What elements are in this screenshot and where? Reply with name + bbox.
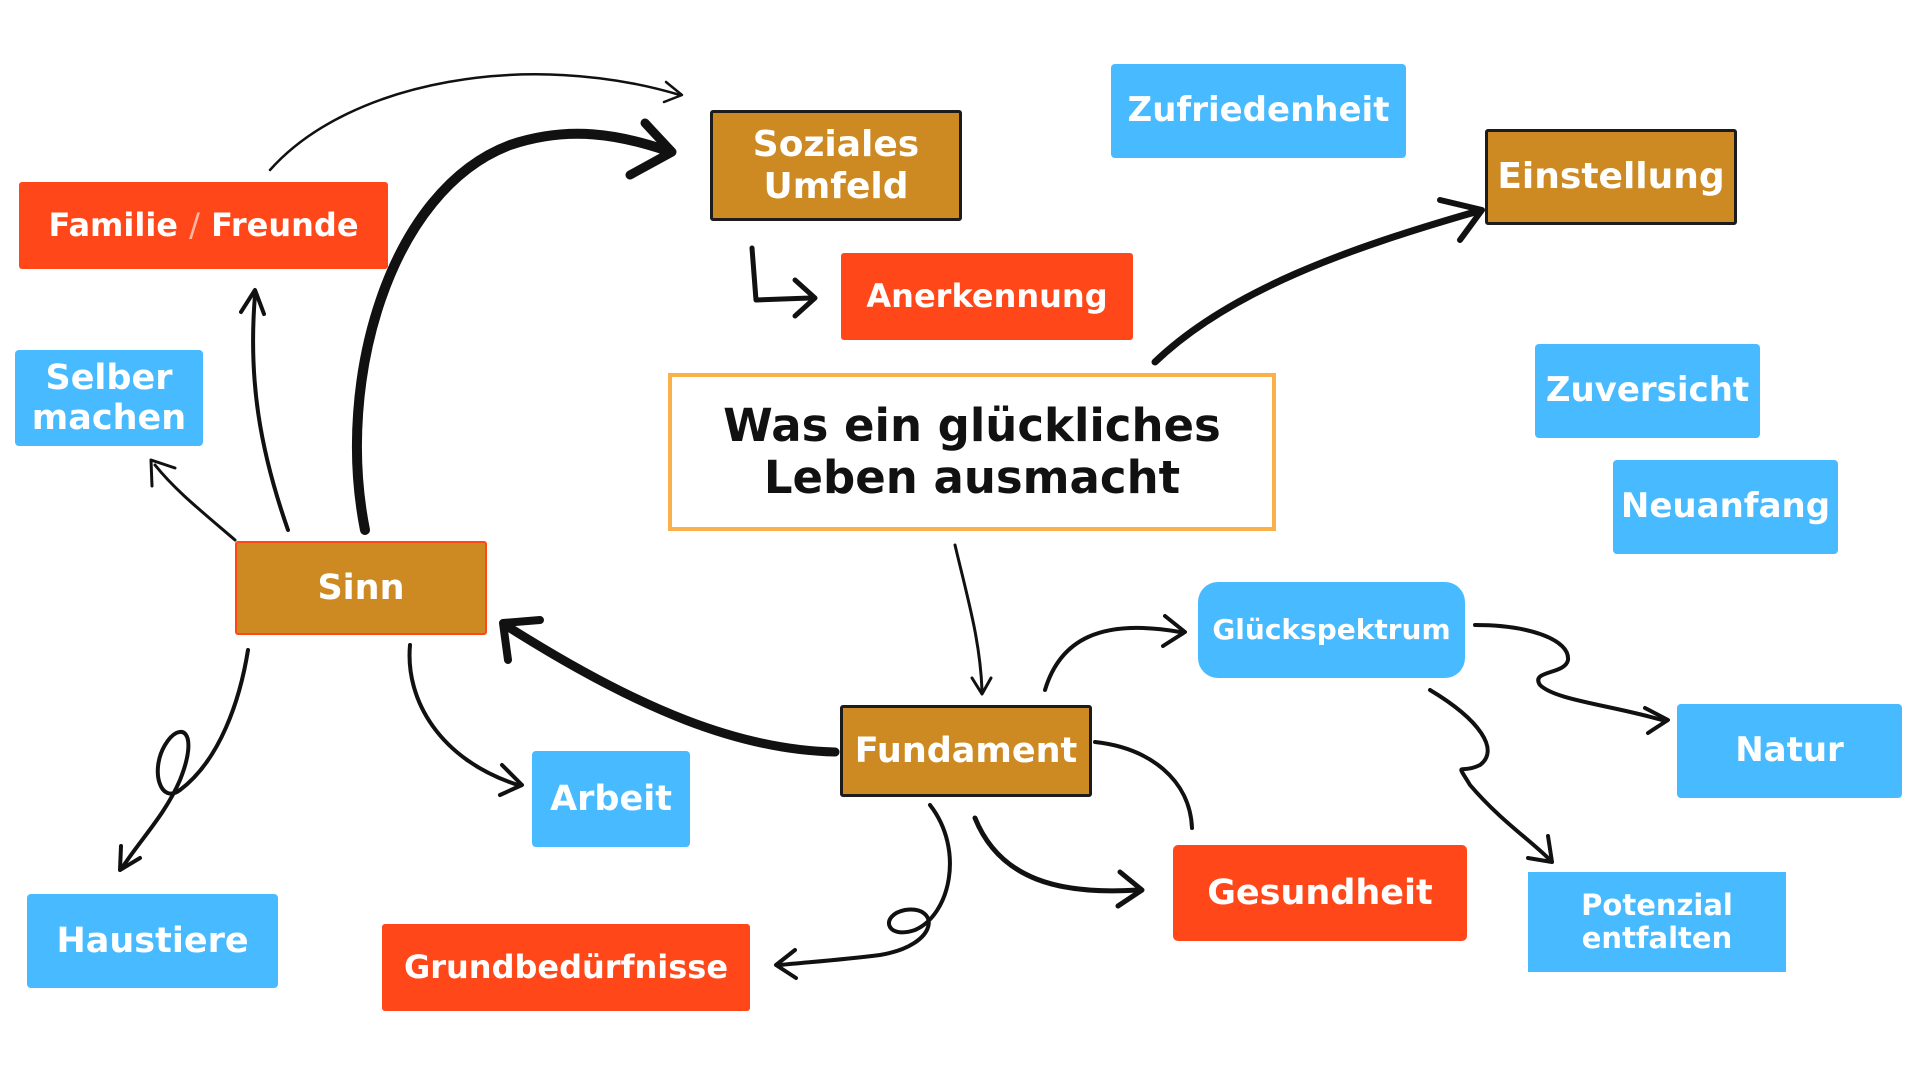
- node-fundament: Fundament: [840, 705, 1092, 797]
- node-label-haustiere: Haustiere: [56, 920, 249, 961]
- arrowhead-familie-to-soziales: [662, 80, 684, 104]
- node-label-freunde: Freunde: [211, 206, 359, 245]
- node-glueckspektrum: Glückspektrum: [1198, 582, 1465, 678]
- node-label-gesundheit: Gesundheit: [1207, 872, 1433, 913]
- arrow-fundament-to-grund: [778, 803, 952, 967]
- arrow-familie-to-soziales: [268, 73, 682, 172]
- arrowhead-glueck-to-potenzial: [1526, 834, 1554, 864]
- arrowhead-sinn-to-arbeit: [498, 763, 524, 797]
- node-label-familie: Familie: [48, 206, 178, 245]
- arrow-fundament-to-gesundheit: [972, 815, 1141, 894]
- node-label-glueckspektrum: Glückspektrum: [1212, 612, 1451, 646]
- node-familie-freunde: Familie / Freunde: [19, 182, 388, 269]
- node-label-arbeit: Arbeit: [550, 778, 672, 819]
- node-natur: Natur: [1677, 704, 1902, 798]
- arrow-fundament-right-curve: [1093, 740, 1194, 830]
- arrowhead-central-to-fundament: [970, 676, 993, 696]
- arrowhead-fundament-to-glueck: [1161, 614, 1187, 648]
- node-soziales-umfeld: Soziales Umfeld: [710, 110, 962, 221]
- node-zufriedenheit: Zufriedenheit: [1111, 64, 1406, 158]
- node-label-einstellung: Einstellung: [1497, 156, 1725, 198]
- arrowhead-sinn-to-familie: [239, 288, 266, 316]
- node-potenzial-entfalten: Potenzial entfalten: [1528, 872, 1786, 972]
- node-label-selber-machen: Selber machen: [31, 357, 187, 438]
- node-label-soziales-umfeld: Soziales Umfeld: [752, 124, 920, 207]
- arrowhead-central-to-einstellung: [1437, 197, 1485, 243]
- node-selber-machen: Selber machen: [15, 350, 203, 446]
- arrow-soziales-to-anerkennung: [749, 245, 813, 303]
- arrow-central-to-fundament: [953, 543, 984, 692]
- node-label-zufriedenheit: Zufriedenheit: [1127, 90, 1390, 131]
- node-haustiere: Haustiere: [27, 894, 278, 988]
- node-grundbeduerfnisse: Grundbedürfnisse: [382, 924, 750, 1011]
- node-label-zuversicht: Zuversicht: [1545, 370, 1750, 411]
- node-label-grundbeduerfnisse: Grundbedürfnisse: [403, 948, 729, 987]
- node-anerkennung: Anerkennung: [841, 253, 1133, 340]
- node-gesundheit: Gesundheit: [1173, 845, 1467, 941]
- arrowhead-fundament-to-grund: [774, 948, 798, 980]
- arrowhead-soziales-to-anerkennung: [792, 277, 818, 319]
- arrowhead-fundament-to-sinn: [499, 616, 544, 664]
- arrow-fundament-to-sinn: [505, 623, 840, 757]
- arrow-sinn-to-haustiere: [120, 648, 250, 870]
- node-label-sinn: Sinn: [317, 567, 405, 608]
- node-label-fundament: Fundament: [854, 730, 1078, 771]
- arrowhead-glueck-to-natur: [1643, 706, 1670, 735]
- node-label-familie-sep: /: [189, 206, 200, 245]
- node-label-natur: Natur: [1735, 730, 1844, 771]
- arrowhead-sinn-to-soziales: [625, 118, 677, 180]
- arrow-sinn-to-arbeit: [407, 643, 520, 787]
- arrow-sinn-to-selber: [153, 463, 237, 542]
- central-topic: Was ein glückliches Leben ausmacht: [668, 373, 1276, 531]
- node-label-potenzial-entfalten: Potenzial entfalten: [1581, 887, 1733, 955]
- central-topic-label: Was ein glückliches Leben ausmacht: [723, 399, 1221, 504]
- node-neuanfang: Neuanfang: [1613, 460, 1838, 554]
- arrowhead-sinn-to-haustiere: [118, 844, 142, 872]
- node-label-neuanfang: Neuanfang: [1620, 486, 1831, 527]
- node-arbeit: Arbeit: [532, 751, 690, 847]
- node-einstellung: Einstellung: [1485, 129, 1737, 225]
- arrow-central-to-einstellung: [1151, 208, 1479, 366]
- node-sinn: Sinn: [235, 541, 487, 635]
- arrow-glueck-to-natur: [1473, 623, 1664, 722]
- arrow-sinn-to-familie: [251, 293, 290, 532]
- arrow-fundament-to-glueck: [1043, 625, 1182, 692]
- arrowhead-sinn-to-selber: [149, 458, 177, 488]
- arrowhead-fundament-to-gesundheit: [1115, 869, 1145, 909]
- arrow-sinn-to-soziales: [351, 128, 670, 535]
- node-label-anerkennung: Anerkennung: [866, 277, 1108, 316]
- node-zuversicht: Zuversicht: [1535, 344, 1760, 438]
- arrow-glueck-to-potenzial: [1428, 688, 1550, 860]
